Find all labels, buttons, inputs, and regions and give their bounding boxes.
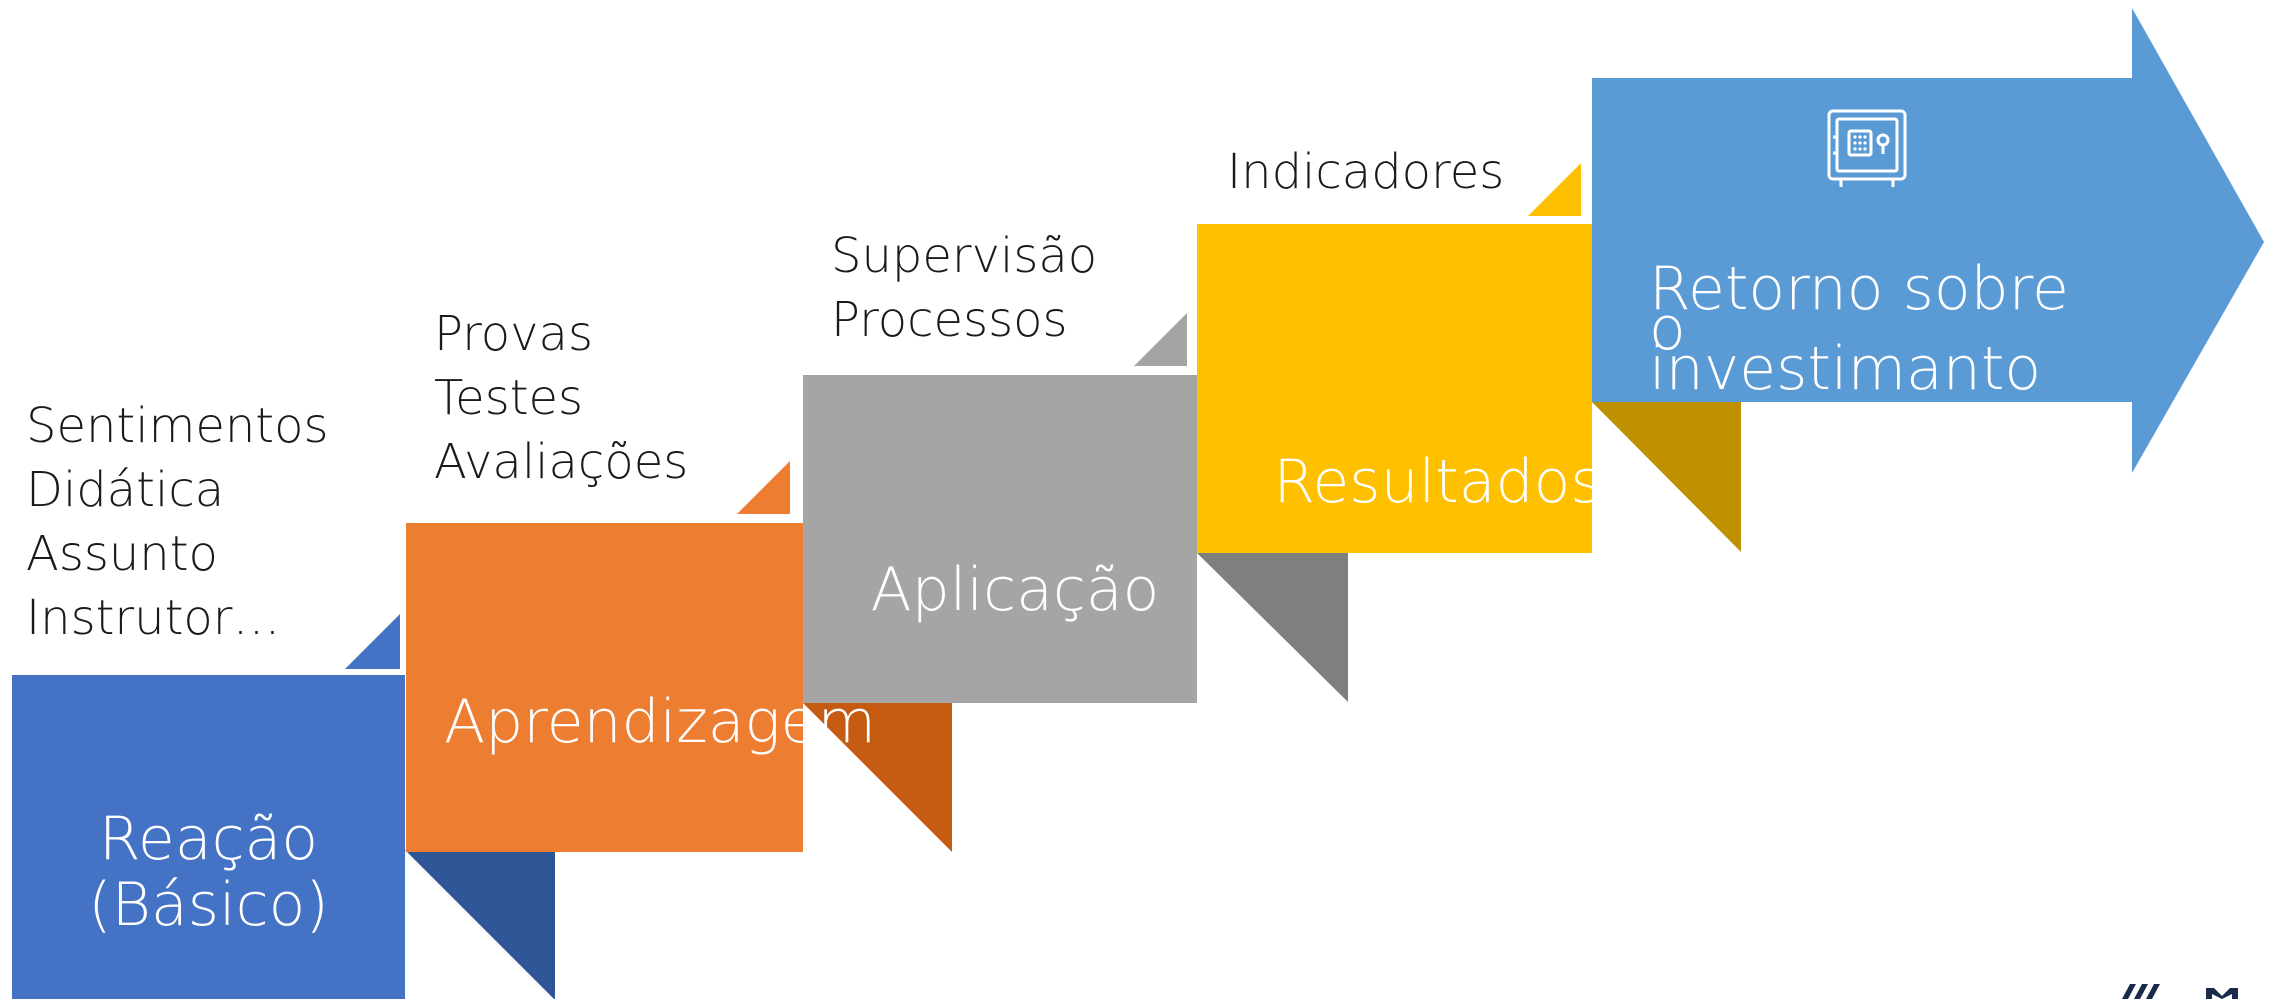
step-aplicacao-label: Aplicação: [835, 557, 1195, 623]
step-aplicacao: [803, 313, 1348, 703]
step-reacao-block: [12, 675, 405, 999]
descriptor-item: Assunto: [26, 526, 218, 582]
descriptor-item: Indicadores: [1227, 144, 1505, 200]
safe-icon: [1827, 109, 1907, 187]
brand-logo: [2122, 984, 2238, 999]
roi-label-line: Retorno sobre o: [1649, 254, 2069, 364]
roi-label: Retorno sobre o investimanto: [1649, 254, 2109, 404]
step-reacao-label: Reação (Básico): [12, 806, 405, 938]
descriptor-item: Processos: [831, 292, 1068, 348]
step-aplicacao-descriptors: Supervisão Processos: [831, 224, 1097, 352]
step-aprendizagem-descriptors: Provas Testes Avaliações: [434, 302, 688, 494]
roi-arrow: [1592, 8, 2264, 473]
descriptor-item: Avaliações: [434, 434, 689, 490]
step-label-line: Aplicação: [870, 555, 1160, 625]
step-label-line: Aprendizagem: [444, 687, 876, 757]
descriptor-item: Didática: [26, 462, 225, 518]
descriptor-item: Provas: [434, 306, 593, 362]
step-aprendizagem-notch: [737, 461, 790, 514]
step-aprendizagem-shadow: [803, 703, 952, 852]
step-label-line: (Básico): [88, 870, 329, 940]
descriptor-item: Supervisão: [831, 228, 1098, 284]
step-resultados-descriptors: Indicadores: [1227, 140, 1504, 204]
roi-label-line: investimanto: [1649, 334, 2042, 404]
step-aprendizagem-label: Aprendizagem: [420, 689, 900, 755]
step-resultados-shadow: [1592, 402, 1741, 552]
step-reacao: [12, 614, 555, 999]
step-reacao-notch: [345, 614, 400, 669]
step-aplicacao-shadow: [1197, 553, 1348, 702]
descriptor-item: Sentimentos: [26, 398, 329, 454]
step-aprendizagem-block: [406, 523, 803, 852]
step-label-line: Resultados: [1273, 447, 1602, 517]
descriptor-item: Testes: [434, 370, 584, 426]
descriptor-item: Instrutor…: [26, 590, 281, 646]
step-resultados-notch: [1528, 163, 1581, 216]
step-reacao-shadow: [405, 850, 555, 999]
step-aprendizagem: [406, 461, 952, 852]
step-reacao-descriptors: Sentimentos Didática Assunto Instrutor…: [26, 394, 328, 650]
step-aplicacao-notch: [1134, 313, 1187, 366]
step-label-line: Reação: [98, 804, 319, 874]
step-resultados-block: [1197, 224, 1592, 553]
step-resultados-label: Resultados: [1270, 449, 1605, 515]
step-aplicacao-block: [803, 375, 1197, 703]
step-resultados: [1197, 163, 1741, 553]
